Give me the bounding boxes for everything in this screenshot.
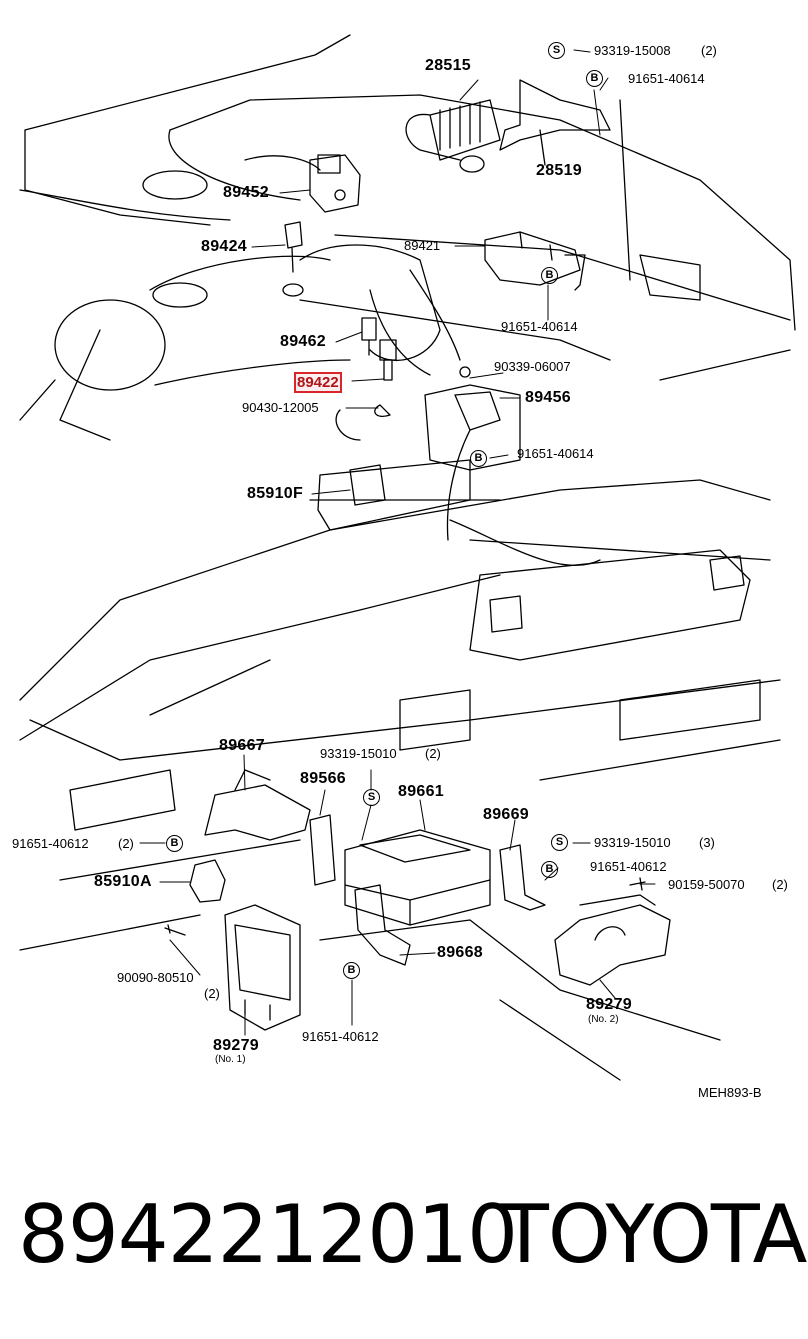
- parts-diagram: 28515 S 93319-15008 (2) B 91651-40614 28…: [12, 34, 796, 1100]
- bolt-symbol: B: [541, 267, 558, 284]
- callout-93319-15008-qty: (2): [701, 43, 717, 58]
- dashboard-outline: [19, 549, 781, 1081]
- callout-89279-no2-note: (No. 2): [588, 1014, 619, 1025]
- brand-name: TOYOTA: [500, 1188, 807, 1281]
- callout-90159-50070-qty: (2): [772, 877, 788, 892]
- fasteners: [164, 877, 646, 936]
- callout-89452: 89452: [223, 184, 269, 201]
- callout-93319-15010: 93319-15010: [320, 746, 397, 761]
- callout-93319-15010-right: 93319-15010: [594, 835, 671, 850]
- callout-91651-40614-mid: 91651-40614: [501, 319, 578, 334]
- diagram-code: MEH893-B: [698, 1085, 762, 1100]
- part-89668: [354, 884, 411, 966]
- bolt-symbol: B: [166, 835, 183, 852]
- callout-91651-40612-right: 91651-40612: [590, 859, 667, 874]
- callout-93319-15010-right-qty: (3): [699, 835, 715, 850]
- callout-89456: 89456: [525, 389, 571, 406]
- footer: 8942212010 TOYOTA: [0, 1185, 808, 1285]
- callout-90430-12005: 90430-12005: [242, 400, 319, 415]
- screw-symbol: S: [363, 789, 380, 806]
- callout-91651-40614-top: 91651-40614: [628, 71, 705, 86]
- exploded-view-drawing: [19, 34, 796, 1081]
- callout-93319-15008: 93319-15008: [594, 43, 671, 58]
- part-89462-89422: [361, 317, 397, 417]
- callout-91651-40612-left-qty: (2): [118, 836, 134, 851]
- part-85910A: [189, 859, 226, 903]
- callout-91651-40612-bottom: 91651-40612: [302, 1029, 379, 1044]
- callout-28519: 28519: [536, 162, 582, 179]
- callout-89279-no2: 89279: [586, 996, 632, 1013]
- callout-89279-no1: 89279: [213, 1037, 259, 1054]
- callout-89566: 89566: [300, 770, 346, 787]
- part-89421: [484, 231, 586, 291]
- callout-89424: 89424: [201, 238, 247, 255]
- screw-symbol: S: [548, 42, 565, 59]
- bolt-symbol: B: [343, 962, 360, 979]
- engine-bay-outline: [19, 34, 796, 741]
- callout-89668: 89668: [437, 944, 483, 961]
- leader-lines: [139, 49, 656, 1036]
- callout-89422-highlighted[interactable]: 89422: [294, 372, 342, 393]
- callout-91651-40612-left: 91651-40612: [12, 836, 89, 851]
- callout-89279-no1-note: (No. 1): [215, 1054, 246, 1065]
- bolt-symbol: B: [470, 450, 487, 467]
- callout-89661: 89661: [398, 783, 444, 800]
- bolt-symbol: B: [586, 70, 603, 87]
- part-89456-tank: [317, 366, 521, 541]
- part-89661-ecu: [309, 814, 491, 926]
- callout-89667: 89667: [219, 737, 265, 754]
- callout-90159-50070: 90159-50070: [668, 877, 745, 892]
- callout-85910F: 85910F: [247, 485, 304, 502]
- callout-89462: 89462: [280, 333, 326, 350]
- part-89279-no1: [224, 904, 301, 1031]
- part-89669: [499, 844, 546, 911]
- callout-90090-80510-qty: (2): [204, 986, 220, 1001]
- callout-91651-40614-low: 91651-40614: [517, 446, 594, 461]
- callout-93319-15010-qty: (2): [425, 746, 441, 761]
- part-89667: [204, 769, 311, 841]
- callout-28515: 28515: [425, 57, 471, 74]
- callout-85910A: 85910A: [94, 873, 152, 890]
- callout-89421: 89421: [404, 238, 441, 253]
- part-89279-no2: [554, 894, 671, 986]
- screw-symbol: S: [551, 834, 568, 851]
- callout-90090-80510: 90090-80510: [117, 970, 194, 985]
- part-28515-28519: [405, 79, 611, 173]
- callout-89669: 89669: [483, 806, 529, 823]
- bolt-symbol: B: [541, 861, 558, 878]
- callout-90339-06007: 90339-06007: [494, 359, 571, 374]
- part-number: 8942212010: [18, 1188, 518, 1281]
- part-89452-89424: [282, 154, 361, 297]
